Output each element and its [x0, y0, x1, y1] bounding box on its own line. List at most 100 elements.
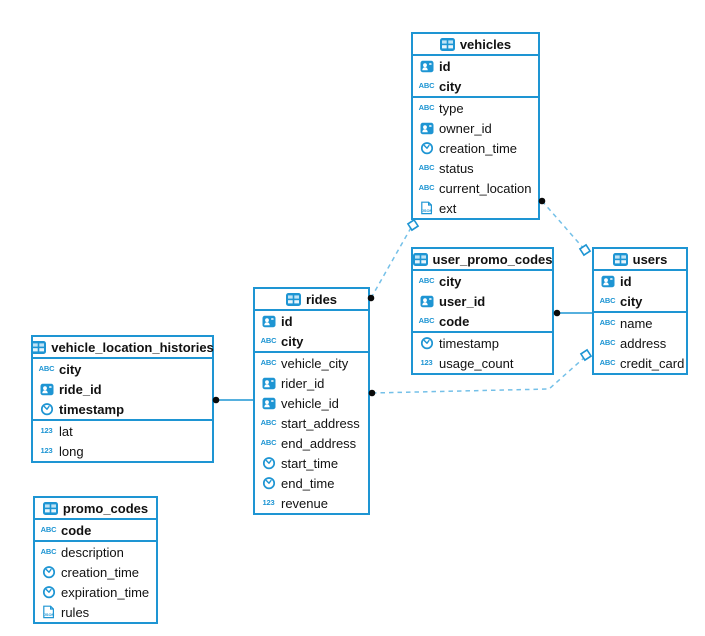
field-name: expiration_time	[61, 584, 150, 600]
field-name: start_address	[281, 415, 360, 431]
abc-text-icon: ABC	[418, 276, 435, 286]
id-card-icon	[418, 60, 435, 73]
field-row: end_time	[255, 473, 368, 493]
id-card-icon	[38, 383, 55, 396]
abc-text-icon: ABC	[418, 81, 435, 91]
field-name: revenue	[281, 495, 328, 511]
table-title: rides	[305, 291, 338, 307]
relationship-endpoint-dot	[553, 309, 561, 317]
field-row: JSON rules	[35, 602, 156, 622]
field-name: rules	[61, 604, 90, 620]
field-row: expiration_time	[35, 582, 156, 602]
field-row: user_id	[413, 291, 552, 311]
field-name: timestamp	[439, 335, 499, 351]
table-header[interactable]: users	[594, 249, 686, 271]
field-row: rider_id	[255, 373, 368, 393]
field-row: ABC code	[35, 520, 156, 540]
abc-text-icon: ABC	[599, 338, 616, 348]
field-row: id	[255, 311, 368, 331]
field-row: creation_time	[35, 562, 156, 582]
field-name: timestamp	[59, 401, 125, 417]
field-name: city	[439, 78, 462, 94]
table-title: vehicles	[459, 36, 512, 52]
field-name: vehicle_city	[281, 355, 349, 371]
field-name: end_time	[281, 475, 335, 491]
field-name: user_id	[439, 293, 486, 309]
field-name: vehicle_id	[281, 395, 339, 411]
abc-text-icon: ABC	[40, 525, 57, 535]
id-card-icon	[418, 122, 435, 135]
field-name: credit_card	[620, 355, 685, 371]
field-name: code	[61, 522, 92, 538]
clock-icon	[260, 456, 277, 470]
field-name: description	[61, 544, 124, 560]
field-name: lat	[59, 423, 73, 439]
table-title: users	[632, 251, 668, 267]
field-row: id	[594, 271, 686, 291]
field-name: end_address	[281, 435, 357, 451]
relationship-endpoint-diamond	[578, 243, 592, 257]
table-header[interactable]: promo_codes	[35, 498, 156, 520]
id-card-icon	[418, 295, 435, 308]
field-row: timestamp	[413, 333, 552, 353]
table-title: vehicle_location_histories	[51, 339, 214, 355]
table-header[interactable]: vehicles	[413, 34, 538, 56]
id-card-icon	[599, 275, 616, 288]
table-icon	[42, 501, 58, 515]
field-row: ABC end_address	[255, 433, 368, 453]
svg-text:JSON: JSON	[44, 612, 55, 617]
field-name: rider_id	[281, 375, 325, 391]
clock-icon	[40, 585, 57, 599]
field-row: ABC city	[413, 271, 552, 291]
json-document-icon: JSON	[40, 605, 57, 619]
table-header[interactable]: vehicle_location_histories	[31, 337, 214, 359]
clock-icon	[40, 565, 57, 579]
table-icon	[31, 340, 47, 354]
clock-icon	[260, 476, 277, 490]
field-name: usage_count	[439, 355, 514, 371]
table-icon	[412, 252, 428, 266]
table-header[interactable]: rides	[255, 289, 368, 311]
field-name: city	[439, 273, 462, 289]
field-name: ext	[439, 200, 457, 216]
table-icon	[285, 292, 301, 306]
id-card-icon	[260, 315, 277, 328]
field-row: start_time	[255, 453, 368, 473]
field-name: name	[620, 315, 653, 331]
id-card-icon	[260, 397, 277, 410]
field-name: type	[439, 100, 464, 116]
123-number-icon: 123	[40, 446, 53, 456]
abc-text-icon: ABC	[260, 438, 277, 448]
table-header[interactable]: user_promo_codes	[412, 249, 552, 271]
field-name: id	[281, 313, 293, 329]
field-name: id	[620, 273, 632, 289]
123-number-icon: 123	[40, 426, 53, 436]
field-name: code	[439, 313, 470, 329]
field-name: start_time	[281, 455, 339, 471]
field-name: long	[59, 443, 84, 459]
